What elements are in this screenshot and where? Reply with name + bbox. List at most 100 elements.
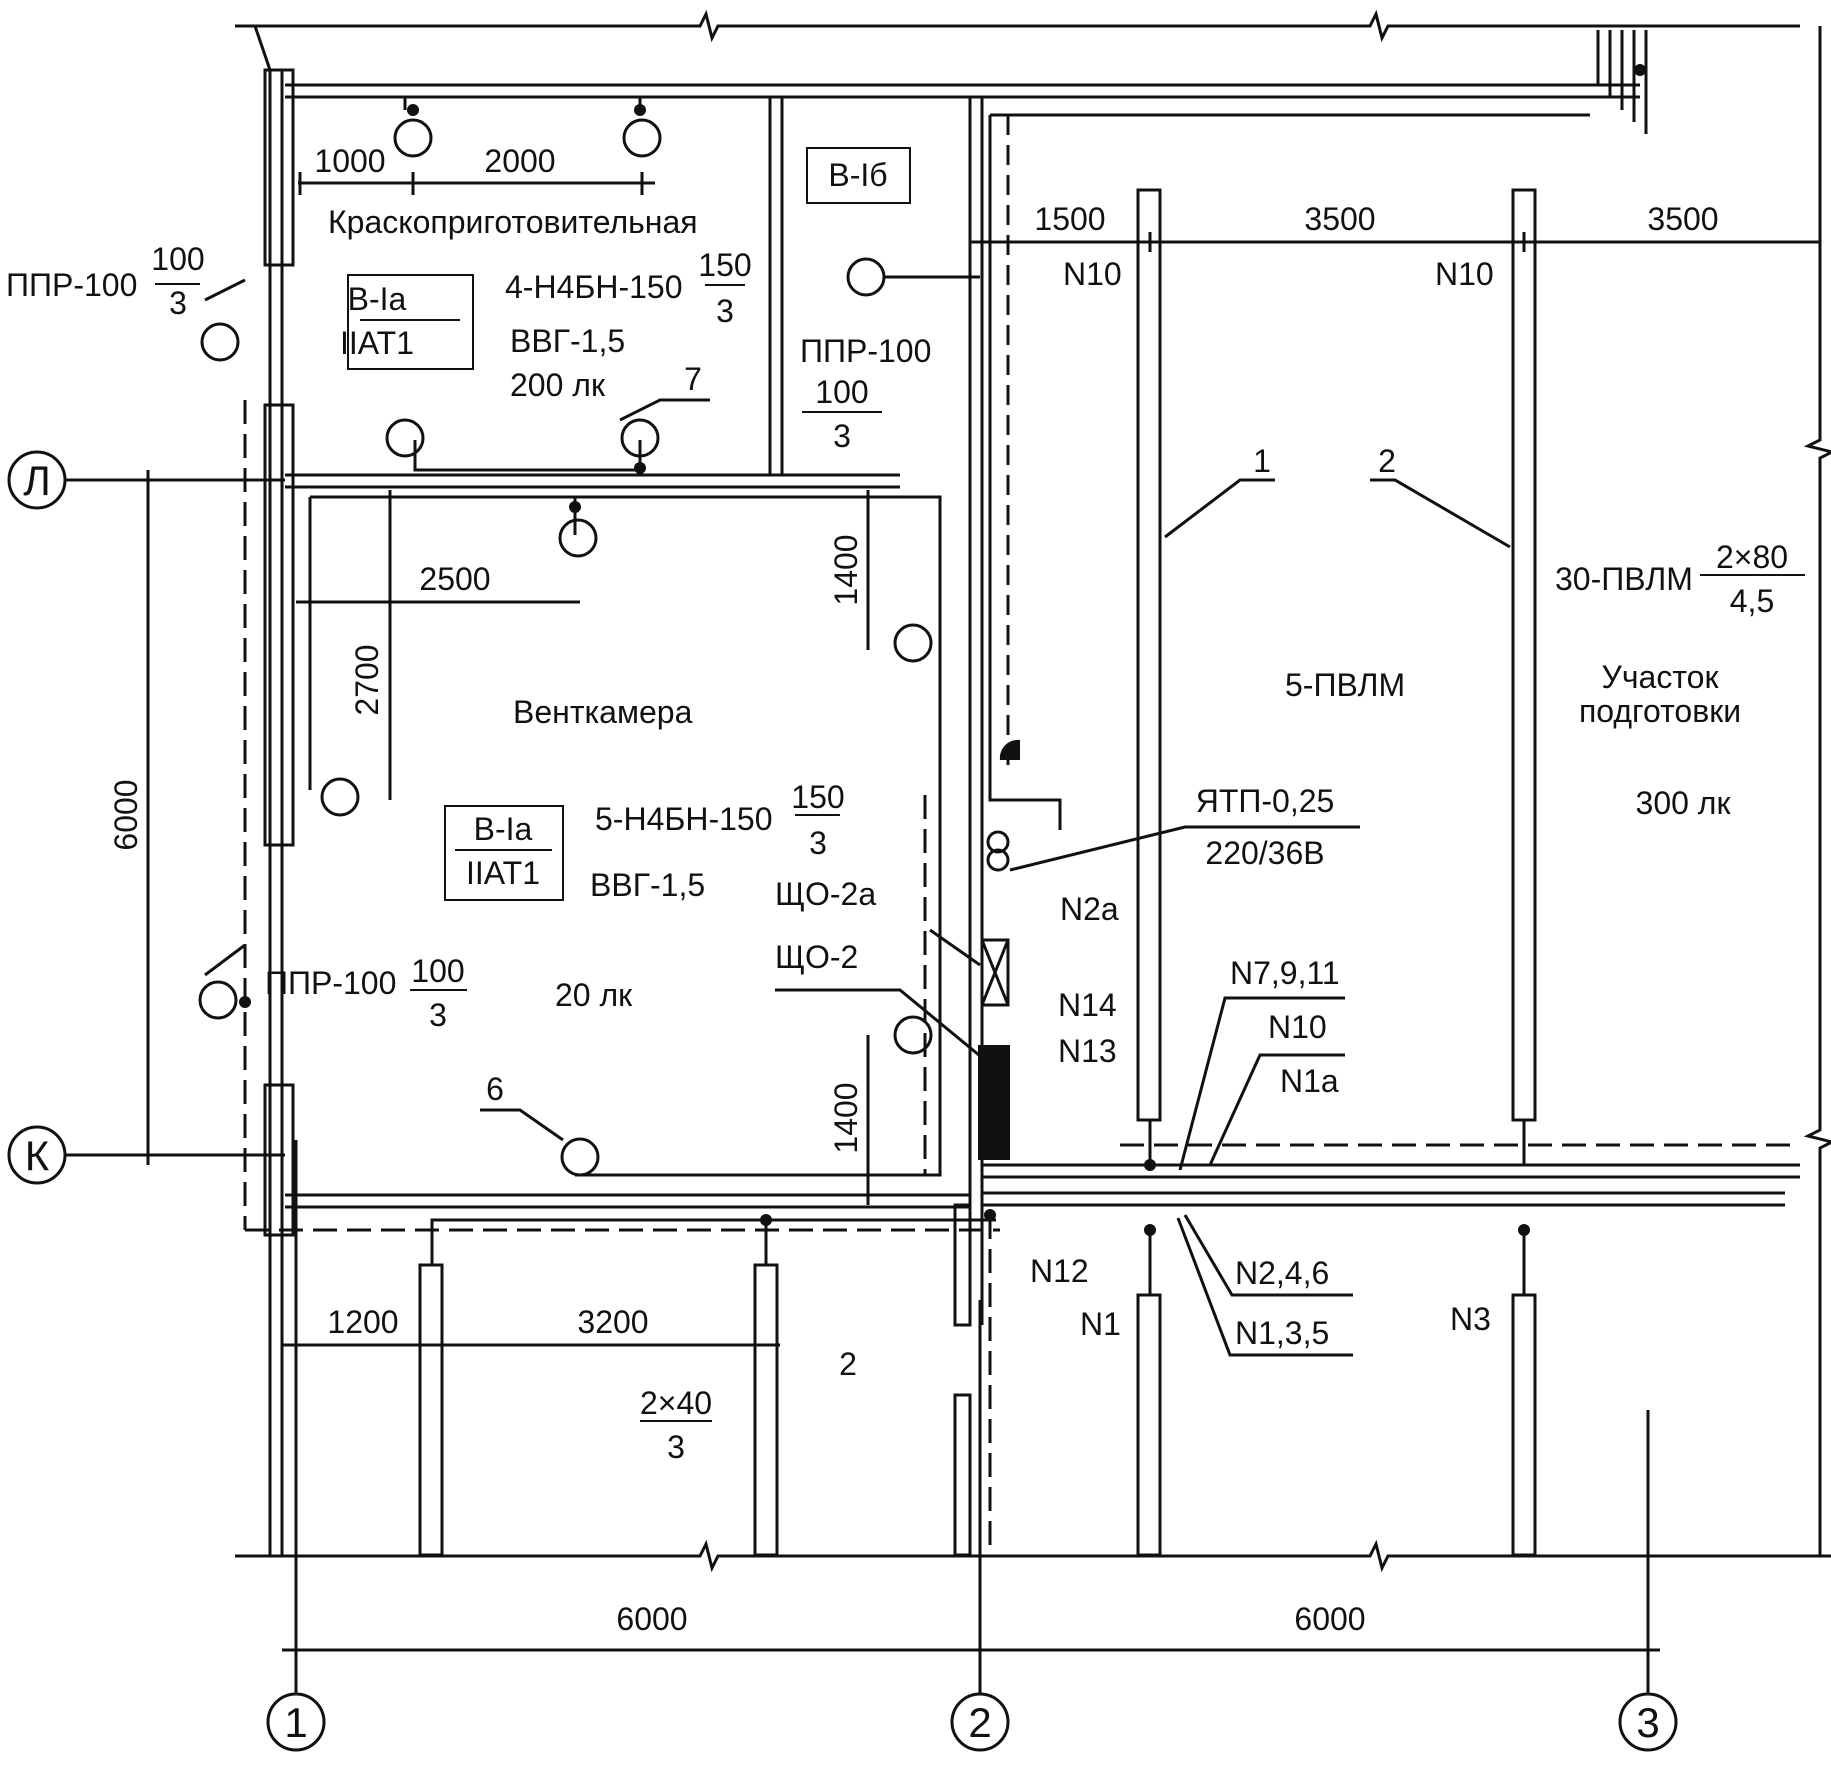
fixture-vent-den: 3 <box>809 825 827 861</box>
axis-label-k: К <box>25 1132 50 1179</box>
group-n2a: N2а <box>1060 891 1119 927</box>
dim-1200: 1200 <box>327 1304 398 1340</box>
dim-3500-2: 3500 <box>1647 201 1718 237</box>
paint-room-upper-line <box>403 95 760 110</box>
fixture-prep-num: 2×80 <box>1716 539 1788 575</box>
top-break-line <box>235 9 1800 43</box>
axis-label-3: 3 <box>1636 1699 1659 1746</box>
ppr-bottom-den: 3 <box>429 997 447 1033</box>
fixture-row-2 <box>1511 188 1537 1122</box>
door-jamb-bottom <box>953 1393 972 1557</box>
axis-label-l: Л <box>23 457 51 504</box>
zone-small-room: В-Iб <box>828 157 887 193</box>
col-axis-lines <box>294 1140 1650 1694</box>
left-window-mid <box>263 403 295 847</box>
callout-2-top: 2 <box>1378 443 1396 479</box>
socket-symbol <box>999 739 1020 760</box>
left-window-bottom <box>263 1083 295 1237</box>
wall-cut <box>253 25 272 71</box>
zone-vent-top: В-Iа <box>474 811 533 847</box>
dim-1500: 1500 <box>1034 201 1105 237</box>
vent-room-loop <box>308 495 942 1177</box>
lamp-paint-4 <box>620 418 660 458</box>
top-wall <box>285 83 1640 99</box>
junction-dot <box>984 1209 996 1221</box>
junction-dot <box>634 104 646 116</box>
cable-paint: ВВГ-1,5 <box>510 323 625 359</box>
group-n13: N13 <box>1058 1033 1117 1069</box>
leader-transformer <box>1009 825 1360 872</box>
leaders-callouts <box>480 398 710 1142</box>
partition-row-k <box>285 1193 970 1209</box>
dim-2000: 2000 <box>484 143 555 179</box>
group-n135: N1,3,5 <box>1235 1315 1329 1351</box>
zone-box-vent <box>444 805 564 901</box>
junction-dot <box>239 996 251 1008</box>
dim-6000-bottom-1: 6000 <box>616 1601 687 1637</box>
junction-dot <box>1144 1224 1156 1236</box>
fixture-paint-prefix: 4-Н4БН-150 <box>505 269 683 305</box>
zone-vent-bottom: IIАТ1 <box>466 855 540 891</box>
group-n7911: N7,9,11 <box>1230 955 1340 991</box>
lux-vent: 20 лк <box>555 977 633 1013</box>
leaders-ppr <box>204 278 246 977</box>
panel-scho-2a <box>980 938 1010 1007</box>
corridor-walls <box>982 1163 1800 1207</box>
dim-line-bottom-axes <box>282 1640 1660 1660</box>
group-n1: N1 <box>1080 1306 1121 1342</box>
main-feeder-vertical <box>988 115 1062 830</box>
transformer-winding-2 <box>986 848 1010 872</box>
callout-1: 1 <box>1253 443 1271 479</box>
leaders-corridor-groups <box>1178 996 1345 1171</box>
left-wall <box>268 70 284 1556</box>
group-n10-2: N10 <box>1435 256 1494 292</box>
dashed-riser <box>923 795 992 1556</box>
lamp-paint-3 <box>385 418 425 458</box>
fixture-paint-den: 3 <box>716 293 734 329</box>
partition-row-l <box>285 473 900 489</box>
fixture-row-n1 <box>1136 1293 1162 1557</box>
fixture-paint-num: 150 <box>698 247 751 283</box>
transformer-voltage: 220/36В <box>1205 835 1324 871</box>
lamp-ppr-top <box>200 322 240 362</box>
axis-label-1: 1 <box>284 1699 307 1746</box>
ppr-bottom-num: 100 <box>411 953 464 989</box>
fixture-row-bottom-2 <box>753 1263 779 1557</box>
group-n14: N14 <box>1058 987 1117 1023</box>
panel-scho-2 <box>978 1045 1010 1160</box>
dim-2500: 2500 <box>419 561 490 597</box>
dim-3200: 3200 <box>577 1304 648 1340</box>
junction-dot <box>1518 1224 1530 1236</box>
right-break-line <box>1803 26 1831 1556</box>
junction-dot <box>1144 1159 1156 1171</box>
zone-box-small-room <box>806 147 911 204</box>
ppr-bottom-prefix: ППР-100 <box>265 965 396 1001</box>
paint-room-lower-line <box>413 440 642 472</box>
callout-7: 7 <box>684 361 702 397</box>
panel-scho-2a-cross <box>980 939 1010 1006</box>
group-n3: N3 <box>1450 1301 1491 1337</box>
door-jamb-top <box>953 1203 972 1327</box>
panel-a-label: ЩО-2а <box>775 876 876 912</box>
zone-box-paint <box>347 274 474 370</box>
fixture-prep-den: 4,5 <box>1730 583 1774 619</box>
dim-2700: 2700 <box>349 644 385 715</box>
junction-dot <box>569 501 581 513</box>
zone-paint-bottom: IIАТ1 <box>340 325 414 361</box>
group-n1a: N1а <box>1280 1063 1339 1099</box>
leaders-corridor-lower <box>1176 1214 1353 1357</box>
fixture-row-feeds <box>1148 1120 1526 1295</box>
room-name-vent: Венткамера <box>513 694 693 730</box>
room-name-paint: Краскоприготовительная <box>328 204 698 240</box>
ppr-top-prefix: ППР-100 <box>6 267 137 303</box>
room-name-prep-2: подготовки <box>1579 693 1741 729</box>
bottom-break-line <box>235 1539 1831 1573</box>
group-n10-3: N10 <box>1268 1009 1327 1045</box>
fixture-vent-num: 150 <box>791 779 844 815</box>
partition-small-room <box>768 97 784 475</box>
cable-vent: ВВГ-1,5 <box>590 867 705 903</box>
lamp-paint-1 <box>393 118 433 158</box>
fixture-row-1 <box>1136 188 1162 1122</box>
junction-dot <box>407 104 419 116</box>
